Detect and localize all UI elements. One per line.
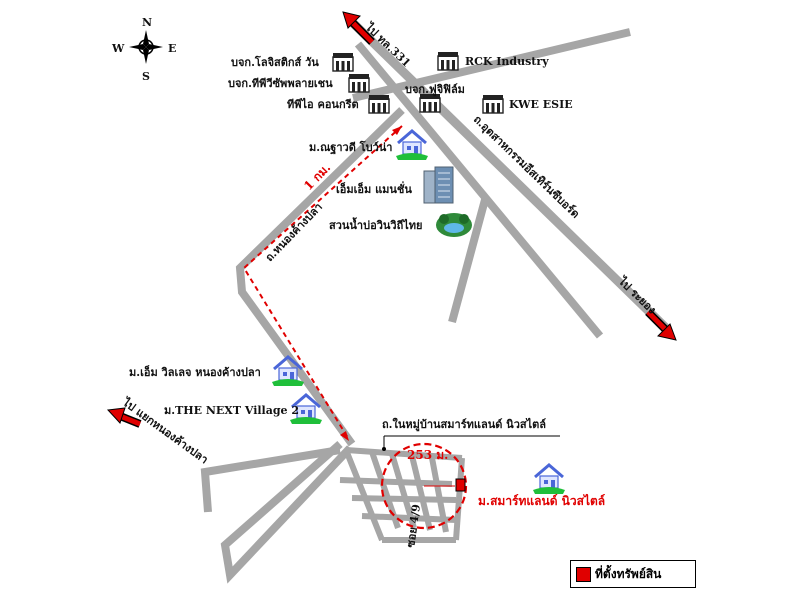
road-to-nongkangpla-junction <box>200 446 341 513</box>
village-roads <box>339 447 465 543</box>
label-rck: RCK Industry <box>465 55 549 68</box>
legend: ที่ตั้งทรัพย์สิน <box>570 560 696 588</box>
road-southwest-loop <box>220 440 353 584</box>
label-village-road: ถ.ในหมู่บ้านสมาร์ทแลนด์ นิวสไตล์ <box>382 417 546 432</box>
factory-icon <box>332 52 354 72</box>
property-marker <box>455 478 466 492</box>
label-kwe: KWE ESIE <box>509 98 573 111</box>
road-south-branch <box>448 194 490 324</box>
label-water-park: สวนน้ำบ่อวินวิถีไทย <box>329 217 422 232</box>
compass-e: E <box>168 42 176 55</box>
park-icon <box>436 213 472 237</box>
label-to-rayong: ไป ระยอง <box>614 273 659 317</box>
arrow-to-nongkangpla <box>106 407 142 428</box>
road-industrial-main <box>348 18 672 334</box>
label-logistic: บจก.โลจิสติกส์ วัน <box>231 55 319 69</box>
compass-w: W <box>111 42 125 55</box>
road-network <box>200 18 672 584</box>
label-chulavee: ม.ณฐาวดี โบว์น่า <box>309 140 392 155</box>
road-northeast <box>352 28 631 102</box>
label-m-village: ม.เอ็ม วิลเลจ หนองค้างปลา <box>129 365 261 379</box>
label-radius: 253 ม. <box>407 448 448 462</box>
label-fuji: บจก.ฟูจิฟิล์ม <box>405 83 465 97</box>
label-next-village: ม.THE NEXT Village 2 <box>164 404 299 417</box>
arrow-to-rayong <box>645 309 677 341</box>
legend-swatch <box>576 567 591 582</box>
house-icon <box>531 463 567 496</box>
road-north-diagonal <box>354 41 604 339</box>
factory-icon <box>348 73 370 93</box>
factory-icon <box>419 93 441 113</box>
label-tpi: ทีพีไอ คอนกรีต <box>287 97 359 111</box>
factory-icon <box>482 94 504 114</box>
house-icon <box>394 129 430 162</box>
arrow-to-331 <box>342 11 375 45</box>
label-tipiv: บจก.ทีพีวีซัพพลายเชน <box>228 77 333 90</box>
route-1km <box>242 125 403 441</box>
radius-circle <box>380 442 468 530</box>
legend-label: ที่ตั้งทรัพย์สิน <box>595 567 662 581</box>
label-mm-mansion: เอ็มเอ็ม แมนชั่น <box>336 181 412 196</box>
building-icon <box>423 166 454 204</box>
factory-icon <box>437 51 459 71</box>
factory-icon <box>368 94 390 114</box>
compass-s: S <box>142 70 150 83</box>
label-smartland: ม.สมาร์ทแลนด์ นิวสไตล์ <box>478 493 605 508</box>
direction-arrows <box>106 11 677 428</box>
compass-n: N <box>142 16 152 29</box>
label-soi: ซอย 4/9 <box>404 503 423 548</box>
compass: N S E W <box>111 16 176 83</box>
